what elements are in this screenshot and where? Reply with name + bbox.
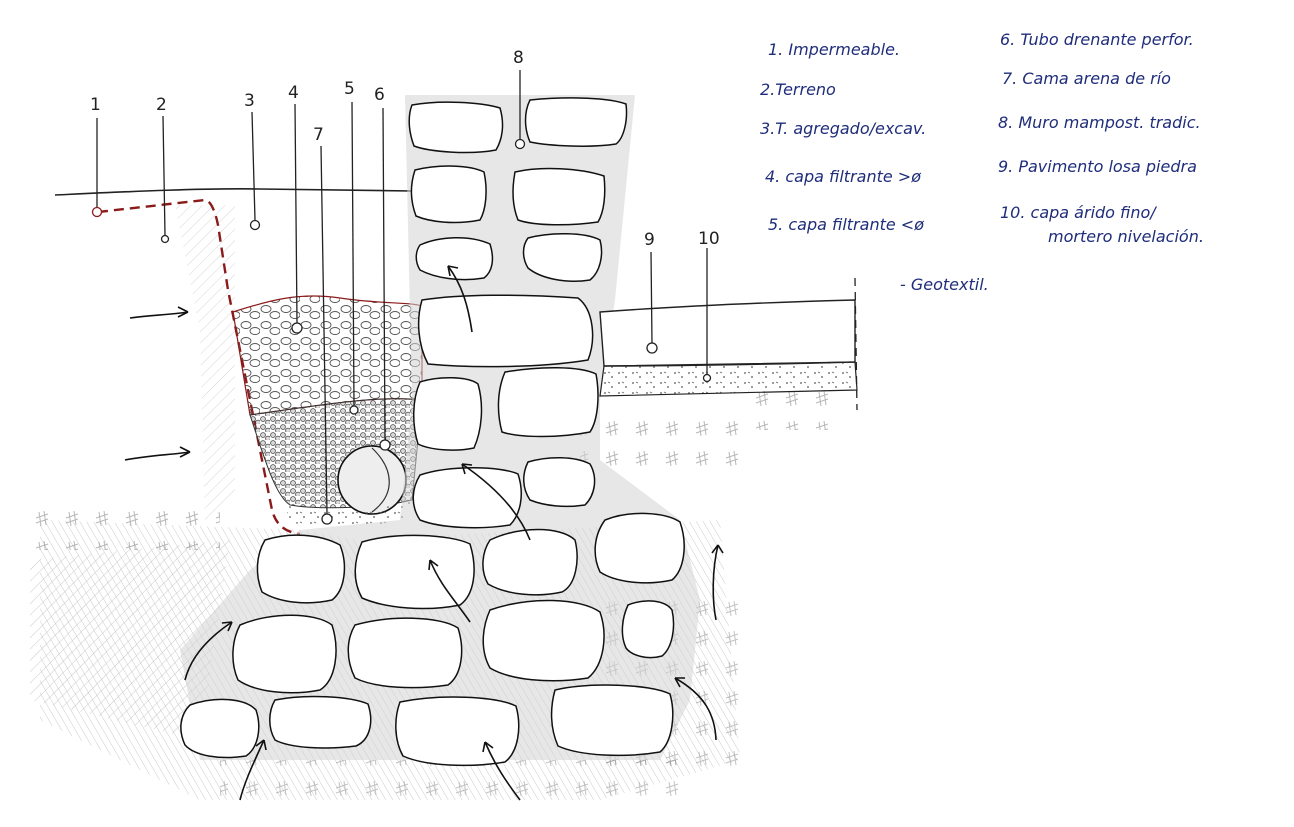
filter-layer-coarse <box>232 295 423 416</box>
callout-number: 2 <box>156 95 167 115</box>
callout-number: 10 <box>698 229 720 249</box>
legend-item-8: 8. Muro mampost. tradic. <box>998 113 1201 132</box>
masonry-stones <box>180 97 685 767</box>
legend-item-2: 2.Terreno <box>760 80 836 99</box>
legend-item-3: 3.T. agregado/excav. <box>760 119 926 138</box>
sand-bed <box>285 500 412 527</box>
callout-number: 9 <box>644 230 655 250</box>
legend-item-10-continued: mortero nivelación. <box>1048 227 1204 246</box>
terrain-surface-line <box>54 188 413 196</box>
legend-item-4: 4. capa filtrante >ø <box>765 167 921 186</box>
callout-number: 8 <box>513 48 524 68</box>
legend-item-6: 6. Tubo drenante perfor. <box>1000 30 1194 49</box>
geotextile-note: - Geotextil. <box>900 275 989 294</box>
callout-leaders <box>91 70 712 525</box>
legend: 1. Impermeable. 2.Terreno 3.T. agregado/… <box>760 30 1204 294</box>
legend-item-9: 9. Pavimento losa piedra <box>998 157 1197 176</box>
perforated-drain-pipe <box>337 445 407 515</box>
callout-number: 5 <box>344 79 355 99</box>
legend-item-7: 7. Cama arena de río <box>1002 69 1171 88</box>
callout-number: 3 <box>244 91 255 111</box>
legend-item-10: 10. capa árido fino/ <box>1000 203 1157 222</box>
legend-item-5: 5. capa filtrante <ø <box>768 215 924 234</box>
callout-number: 7 <box>313 125 324 145</box>
callout-numbers: 1 2 3 4 5 6 7 8 9 10 <box>90 48 720 250</box>
waterproof-membrane-line <box>97 198 301 536</box>
callout-number: 1 <box>90 95 101 115</box>
pavement-assembly <box>599 277 858 411</box>
callout-number: 4 <box>288 83 299 103</box>
water-flow-arrows <box>124 265 724 801</box>
legend-item-1: 1. Impermeable. <box>768 40 900 59</box>
callout-number: 6 <box>374 85 385 105</box>
